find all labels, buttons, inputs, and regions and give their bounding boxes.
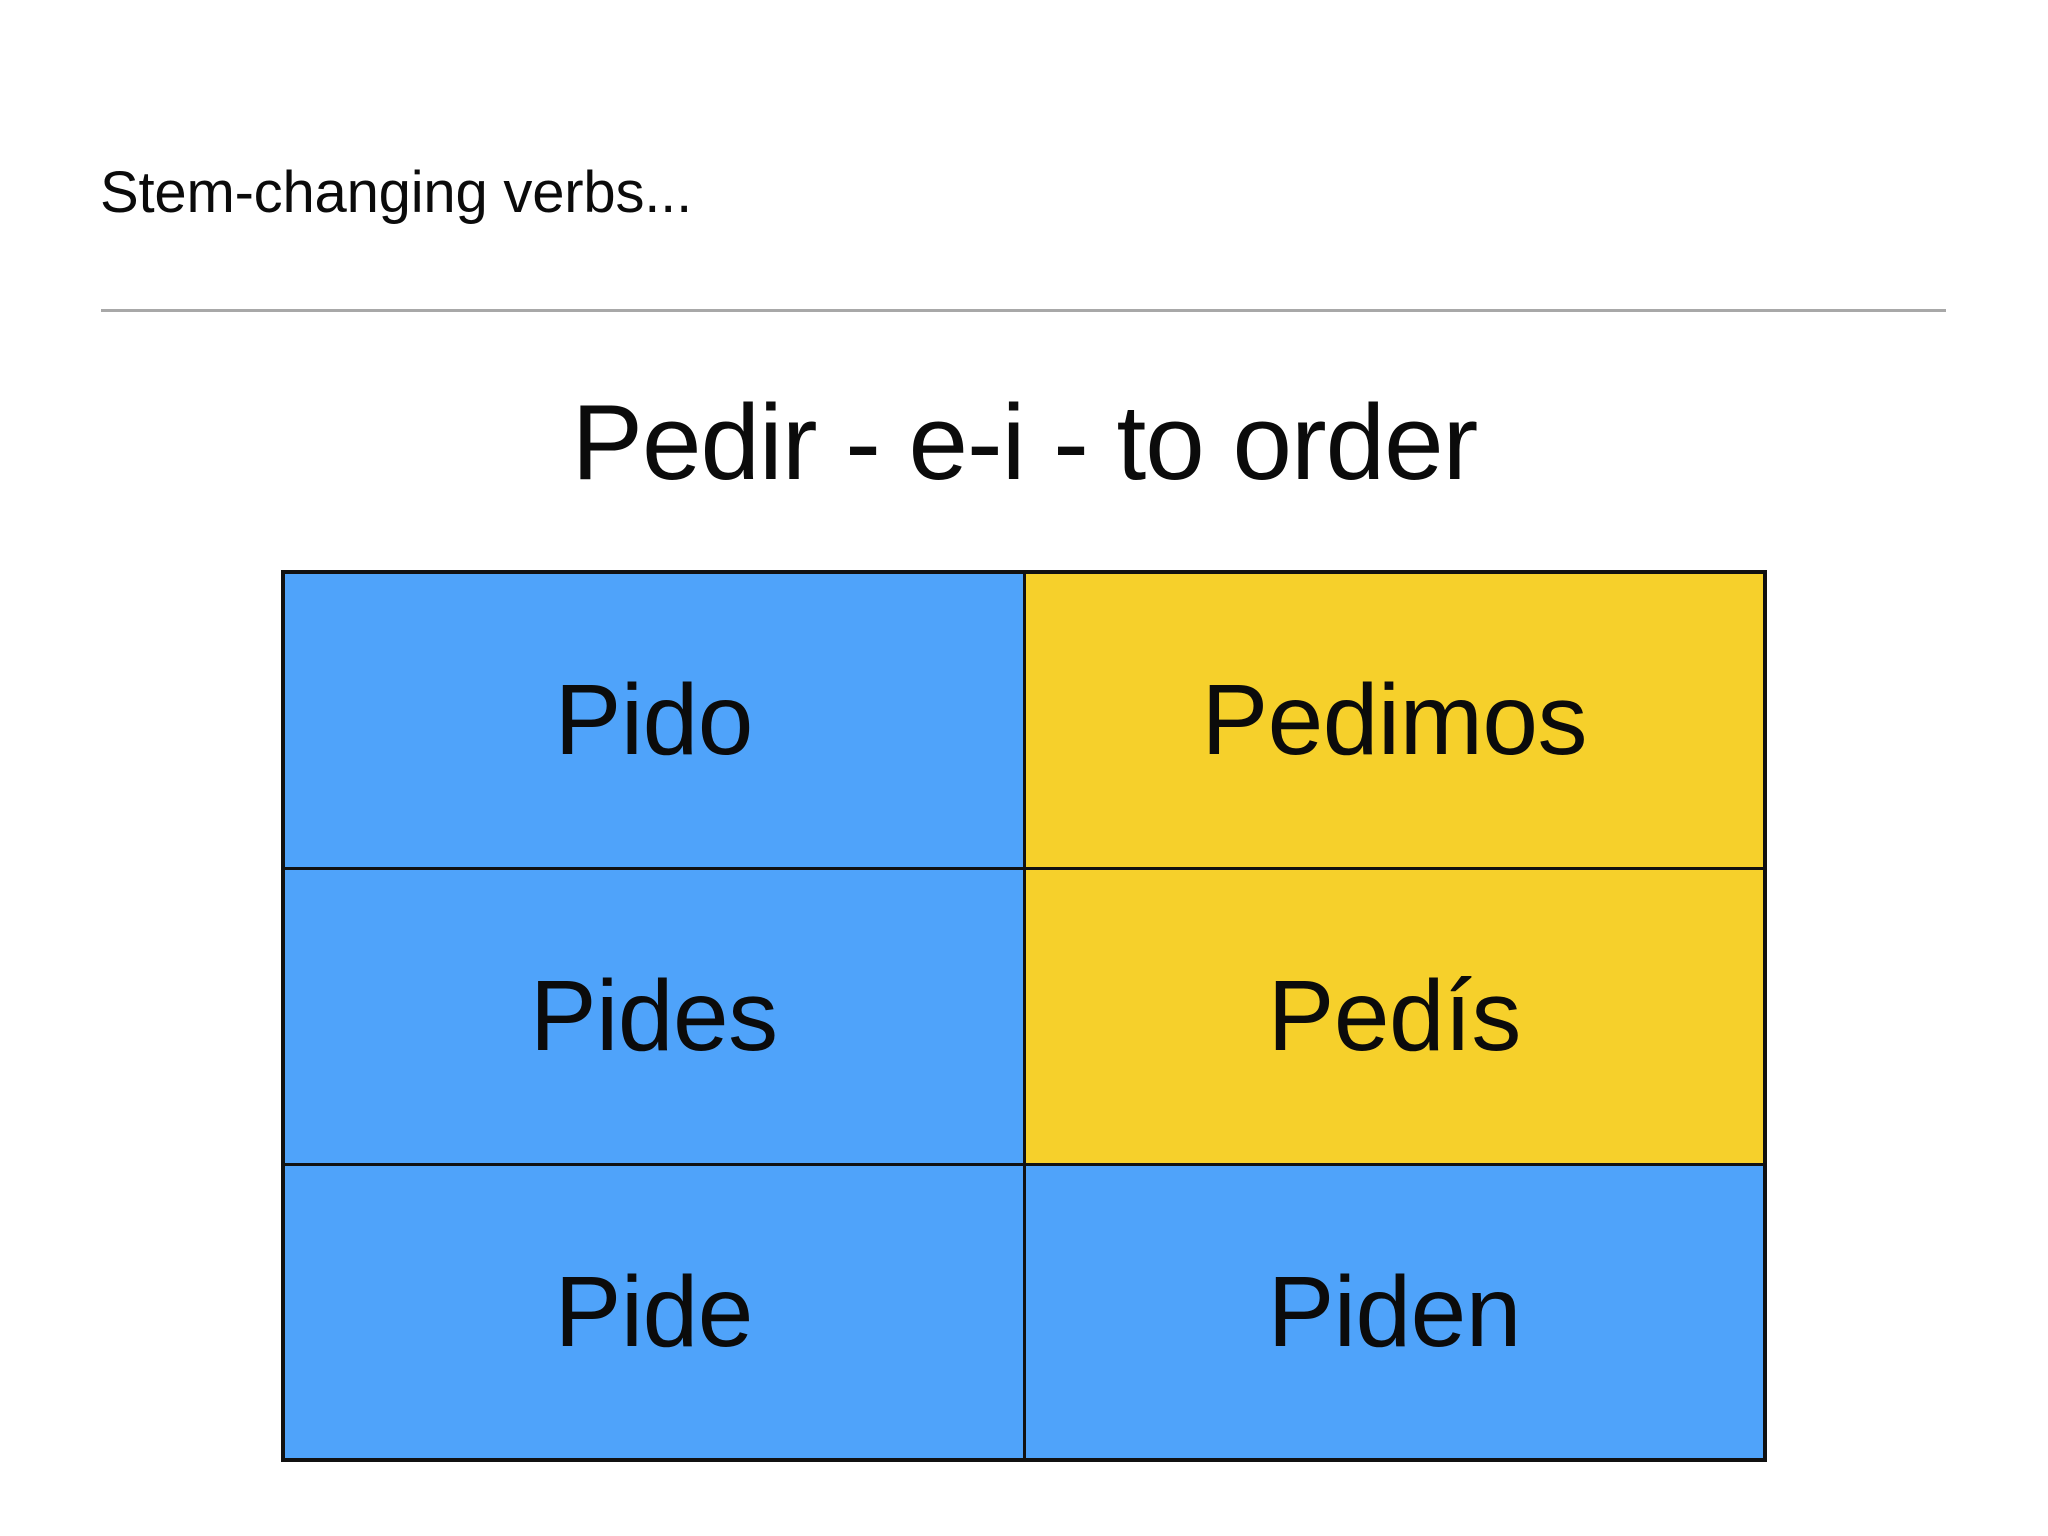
conjugation-cell-el-ella-usted: Pide <box>281 1162 1026 1462</box>
table-row: Pide Piden <box>281 1162 1767 1462</box>
slide-header: Stem-changing verbs... <box>100 155 1950 251</box>
conjugation-cell-yo: Pido <box>281 570 1026 870</box>
table-row: Pides Pedís <box>281 866 1767 1166</box>
page-title: Pedir - e-i - to order <box>571 382 1479 502</box>
slide-header-title: Stem-changing verbs... <box>100 160 692 225</box>
conjugation-table: Pido Pedimos Pides Pedís Pide Piden <box>281 570 1767 1462</box>
header-divider <box>101 309 1946 312</box>
table-row: Pido Pedimos <box>281 570 1767 870</box>
conjugation-cell-ellos-ellas-ustedes: Piden <box>1022 1162 1767 1462</box>
conjugation-cell-vosotros: Pedís <box>1022 866 1767 1166</box>
conjugation-cell-tu: Pides <box>281 866 1026 1166</box>
conjugation-cell-nosotros: Pedimos <box>1022 570 1767 870</box>
